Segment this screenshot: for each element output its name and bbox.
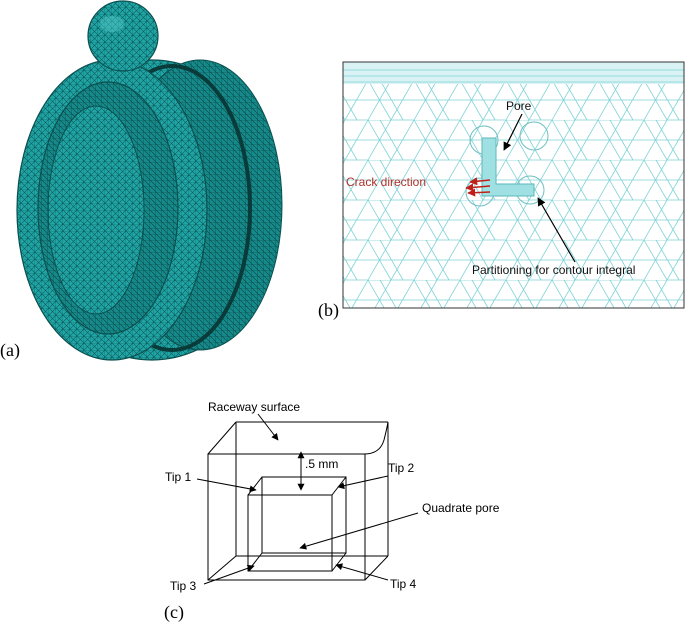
tip3-label: Tip 3	[170, 579, 197, 593]
tip4-pointer	[335, 563, 389, 581]
ball-highlight	[100, 16, 124, 32]
tip4-label: Tip 4	[390, 577, 417, 591]
tip1-label: Tip 1	[165, 470, 192, 484]
panel-b-mesh-view	[342, 61, 685, 309]
tip1-pointer	[196, 478, 257, 493]
panel-b-label: (b)	[318, 300, 339, 321]
pore-label: Pore	[506, 99, 532, 113]
partitioning-label: Partitioning for contour integral	[472, 263, 635, 277]
raceway-surface-curve	[363, 421, 389, 455]
block-front-face	[207, 453, 366, 581]
crack-direction-arrows	[465, 177, 491, 197]
crack-direction-label: Crack direction	[346, 175, 426, 189]
raceway-pointer	[257, 413, 279, 441]
surface-mesh-lines	[343, 69, 684, 83]
quadrate-pore-label: Quadrate pore	[422, 501, 500, 515]
surface-dense-mesh	[343, 62, 684, 84]
pore-cube-back	[261, 476, 347, 554]
tip2-label: Tip 2	[388, 461, 415, 475]
panel-b-frame	[342, 61, 685, 309]
quadrate-pore-pointer	[299, 512, 419, 550]
pore-cube-edges	[247, 476, 347, 572]
panel-a-bearing-mesh	[16, 0, 283, 361]
mesh-ball	[87, 0, 159, 72]
tip2-pointer	[337, 475, 389, 490]
panel-c-label: (c)	[164, 602, 184, 623]
depth-label: .5 mm	[305, 457, 338, 471]
raceway-surface-label: Raceway surface	[208, 400, 300, 414]
ring-inner-surface	[47, 105, 145, 315]
pore-shape	[481, 137, 535, 197]
pore-cube-front	[247, 494, 333, 572]
panel-c-pore-schematic	[196, 413, 419, 585]
partitioning-pointer-arrow	[537, 197, 576, 263]
tip3-pointer	[203, 564, 255, 585]
pore-pointer-arrow	[503, 113, 523, 151]
panel-a-label: (a)	[0, 340, 20, 361]
block-depth-edges	[207, 421, 389, 581]
